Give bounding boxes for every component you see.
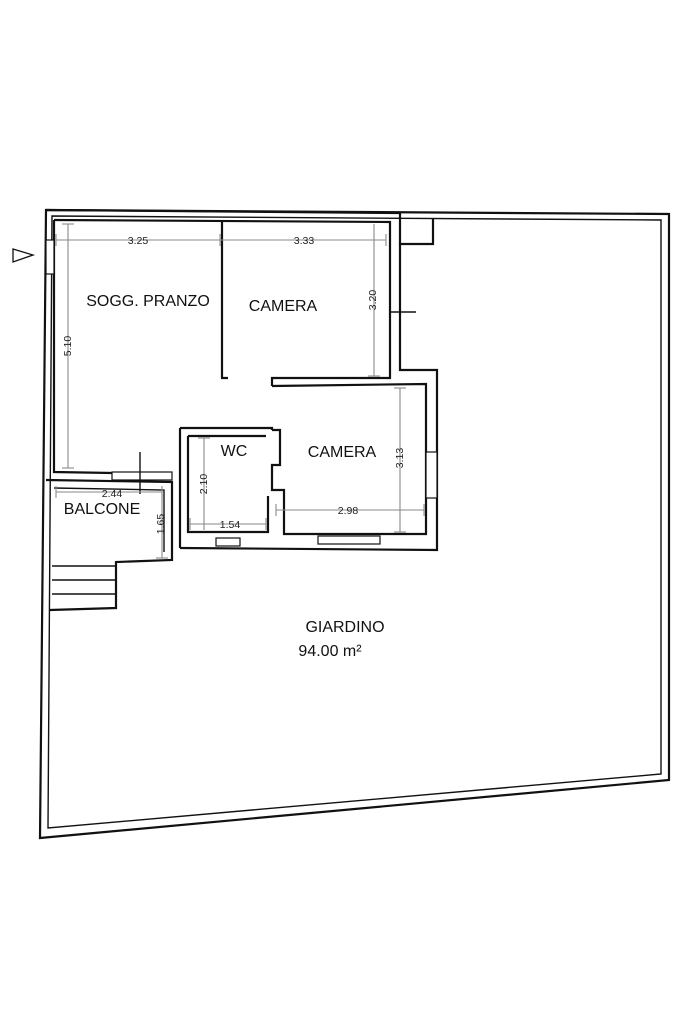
- dim-balcone-width: 2.44: [102, 488, 123, 500]
- dim-wc-width: 1.54: [220, 519, 241, 531]
- room-label-soggiorno: SOGG. PRANZO: [86, 293, 210, 310]
- room-label-giardino: GIARDINO: [305, 619, 384, 636]
- dim-camera2-height: 3.13: [394, 448, 406, 469]
- garden-area-label: 94.00 m²: [298, 643, 362, 660]
- dim-camera1-width: 3.33: [294, 235, 315, 247]
- dimension-lines: [55, 223, 425, 559]
- room-label-camera-1: CAMERA: [249, 298, 318, 315]
- dim-balcone-height: 1.65: [155, 514, 167, 535]
- garden-boundary: [38, 208, 671, 840]
- dim-wc-height: 2.10: [198, 474, 210, 495]
- dim-camera2-width: 2.98: [338, 505, 359, 517]
- room-label-camera-2: CAMERA: [308, 444, 377, 461]
- dim-sogg-width: 3.25: [128, 235, 149, 247]
- room-label-balcone: BALCONE: [64, 501, 140, 518]
- dim-camera1-height: 3.20: [367, 290, 379, 311]
- apartment-walls: [45, 208, 439, 612]
- dim-sogg-height: 5.10: [62, 336, 74, 357]
- room-label-wc: WC: [221, 443, 248, 460]
- triangle-arrow-icon: [12, 248, 36, 263]
